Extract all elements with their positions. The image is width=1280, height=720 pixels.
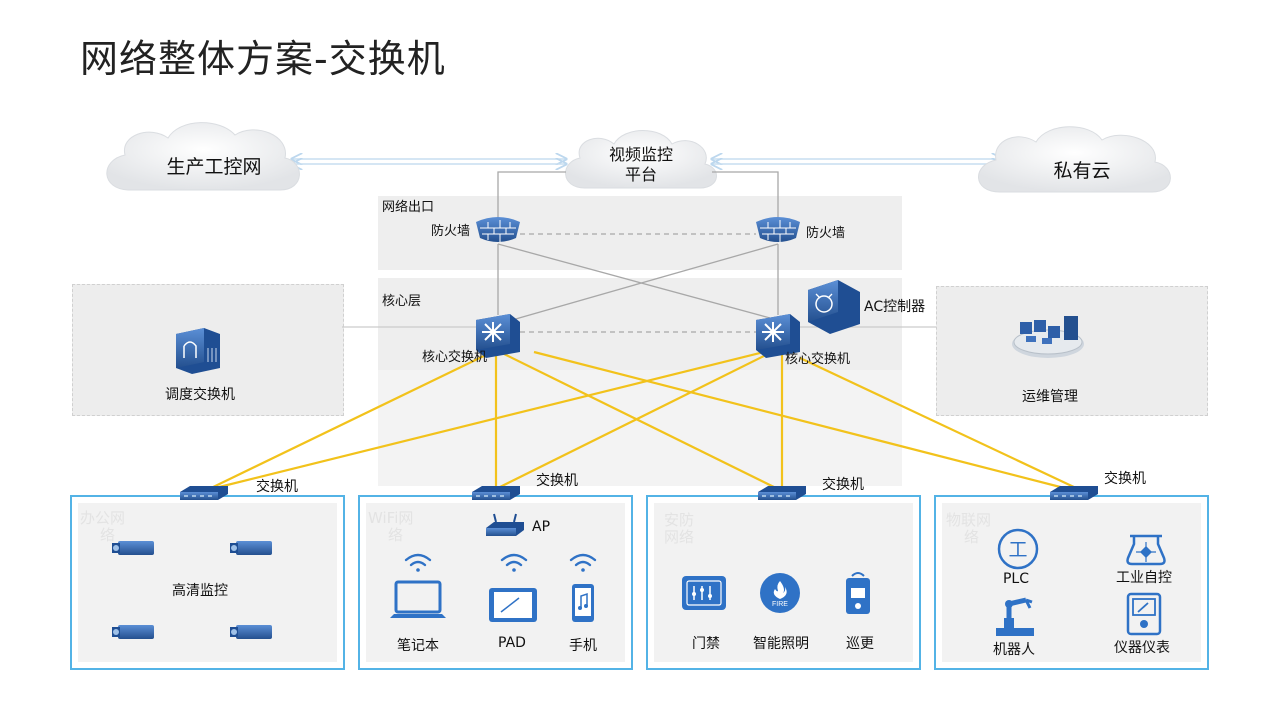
access-control-label: 门禁	[692, 636, 720, 652]
plc-label: PLC	[1002, 571, 1030, 587]
cloud-link-left	[292, 159, 566, 164]
camera-icon	[112, 625, 154, 639]
laptop-label: 笔记本	[397, 638, 439, 654]
page-title: 网络整体方案-交换机	[80, 37, 446, 81]
access-switch-4-label: 交换机	[1104, 471, 1146, 487]
office-watermark: 办公网络	[80, 509, 126, 544]
firewall-right-label: 防火墙	[806, 226, 846, 241]
dispatch-switch-icon	[176, 328, 220, 374]
cloud-private	[978, 126, 1171, 193]
smart-lighting-label: 智能照明	[753, 636, 809, 652]
egress-zone-label: 网络出口	[382, 200, 435, 215]
ap-icon	[486, 513, 524, 536]
core-switch-left-label: 核心交换机	[422, 350, 488, 365]
phone-icon	[572, 584, 594, 622]
access-switch-icon	[180, 486, 228, 500]
core-switch-icon	[756, 314, 800, 358]
office-network-box	[70, 495, 345, 670]
uplinks	[206, 348, 1077, 492]
patrol-icon	[846, 572, 870, 614]
cloud-link-right	[712, 159, 1002, 164]
access-switch-icon	[758, 486, 806, 500]
wifi-icon	[569, 553, 597, 572]
ac-controller-label: AC控制器	[864, 299, 926, 315]
cloud-private-label: 私有云	[1053, 160, 1111, 182]
access-switch-1-label: 交换机	[256, 479, 298, 495]
pad-label: PAD	[498, 635, 526, 651]
cloud-video-platform	[565, 130, 717, 189]
tablet-icon	[489, 588, 537, 622]
patrol-label: 巡更	[846, 636, 874, 652]
industrial-control-icon	[1126, 534, 1166, 566]
cloud-video-label: 视频监控平台	[608, 145, 674, 184]
ops-label: 运维管理	[1022, 389, 1078, 405]
access-switch-3-label: 交换机	[822, 477, 864, 493]
core-switch-icon	[476, 314, 520, 358]
cloud-production	[106, 122, 300, 191]
cloud-production-label: 生产工控网	[166, 156, 262, 178]
plc-glyph: 工	[1008, 539, 1027, 561]
instrument-label: 仪器仪表	[1114, 640, 1170, 656]
dispatch-switch-label: 调度交换机	[165, 387, 235, 403]
access-switch-icon	[472, 486, 520, 500]
hd-monitor-label: 高清监控	[172, 583, 228, 599]
egress-zone	[378, 196, 902, 270]
access-switch-icon	[1050, 486, 1098, 500]
iot-network-box	[934, 495, 1209, 670]
core-zone-lower	[378, 370, 902, 486]
fire-badge-text: FIRE	[772, 601, 788, 608]
camera-icon	[230, 541, 272, 555]
wifi-icon	[500, 553, 528, 572]
wifi-watermark: WiFi网络	[368, 509, 414, 544]
laptop-icon	[390, 580, 446, 618]
access-switch-2-label: 交换机	[536, 473, 578, 489]
camera-icon	[112, 541, 154, 555]
smart-lighting-icon: FIRE	[760, 573, 800, 613]
core-zone-label: 核心层	[382, 294, 422, 309]
instrument-icon	[1126, 592, 1162, 636]
iot-watermark: 物联网络	[946, 511, 992, 546]
ap-label: AP	[532, 519, 551, 535]
wifi-icon	[404, 553, 432, 572]
ac-controller-icon	[808, 280, 860, 334]
camera-icon	[230, 625, 272, 639]
firewall-icon	[756, 217, 800, 242]
core-switch-right-label: 核心交换机	[785, 352, 851, 367]
robot-label: 机器人	[993, 642, 1035, 658]
plc-icon: 工	[997, 528, 1039, 570]
industrial-control-label: 工业自控	[1116, 570, 1172, 586]
security-watermark: 安防网络	[664, 511, 695, 546]
phone-label: 手机	[569, 638, 597, 654]
firewall-icon	[476, 217, 520, 242]
ops-management-icon	[1012, 316, 1084, 358]
firewall-left-label: 防火墙	[431, 224, 471, 239]
access-control-icon	[682, 576, 726, 610]
robot-arm-icon	[996, 597, 1034, 636]
